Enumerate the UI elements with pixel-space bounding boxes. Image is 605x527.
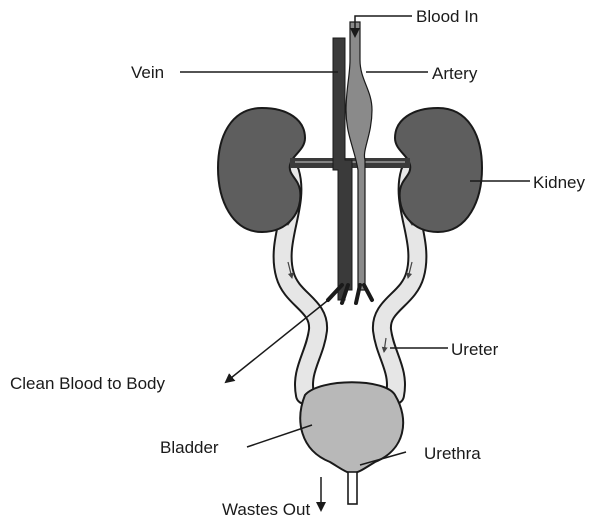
urethra: [348, 472, 357, 504]
label-blood-in: Blood In: [416, 7, 478, 26]
label-kidney: Kidney: [533, 173, 585, 192]
label-vein: Vein: [131, 63, 164, 82]
label-urethra: Urethra: [424, 444, 481, 463]
label-bladder: Bladder: [160, 438, 219, 457]
label-wastes-out: Wastes Out: [222, 500, 310, 519]
label-artery: Artery: [432, 64, 478, 83]
label-clean-blood: Clean Blood to Body: [10, 374, 165, 393]
label-ureter: Ureter: [451, 340, 499, 359]
bladder: [300, 382, 403, 474]
